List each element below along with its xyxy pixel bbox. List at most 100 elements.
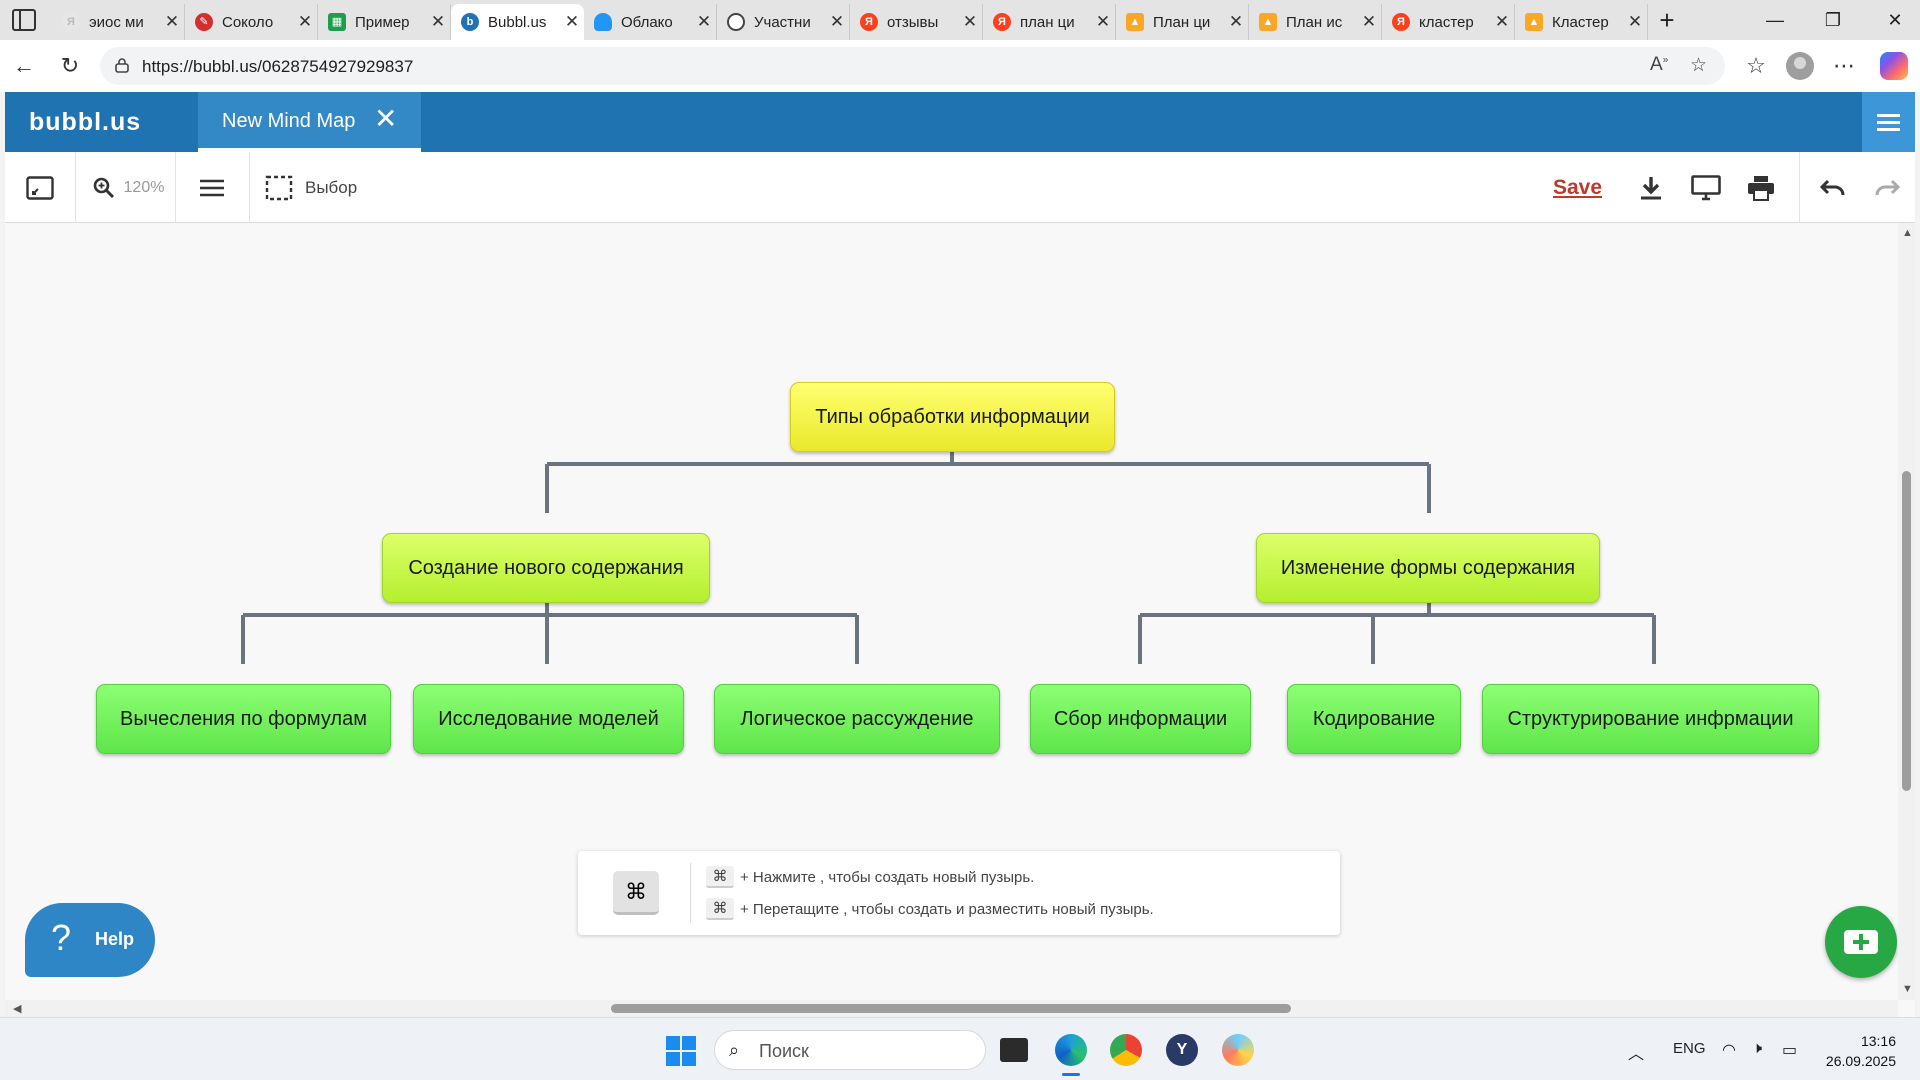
scroll-up-icon[interactable]: ▲ xyxy=(1902,227,1913,239)
url-text[interactable]: https://bubbl.us/0628754927929837 xyxy=(142,57,414,76)
undo-button[interactable] xyxy=(1811,152,1855,223)
browser-tab[interactable]: ▲ План ис ✕ xyxy=(1249,4,1382,40)
outline-menu-button[interactable] xyxy=(176,152,248,223)
mindmap-node-level2[interactable]: Исследование моделей xyxy=(413,684,684,754)
site-info-icon[interactable] xyxy=(114,57,130,73)
browser-tab[interactable]: ▲ Кластер ✕ xyxy=(1515,4,1648,40)
command-key-icon: ⌘ xyxy=(706,866,734,888)
browser-tab[interactable]: ✎ Соколо ✕ xyxy=(185,4,318,40)
menu-line xyxy=(1877,121,1900,124)
save-button[interactable]: Save xyxy=(1553,176,1603,199)
print-button[interactable] xyxy=(1739,152,1783,223)
image-icon: ▲ xyxy=(1525,13,1543,31)
presentation-button[interactable] xyxy=(1683,152,1729,223)
language-indicator[interactable]: ENG xyxy=(1673,1040,1706,1057)
favorite-star-icon[interactable]: ☆ xyxy=(1690,55,1708,76)
close-icon[interactable]: ✕ xyxy=(1361,12,1377,31)
mindmap-node-level2[interactable]: Структурирование инфрмации xyxy=(1482,684,1819,754)
close-icon[interactable]: ✕ xyxy=(430,12,446,31)
chrome-icon[interactable] xyxy=(1110,1034,1142,1066)
browser-tab[interactable]: ▦ Пример ✕ xyxy=(318,4,451,40)
volume-icon[interactable]: 🕨 xyxy=(1752,1040,1763,1057)
browser-navbar: ← ↻ https://bubbl.us/0628754927929837 A»… xyxy=(0,40,1920,92)
horizontal-scrollbar[interactable]: ◀ xyxy=(5,1000,1898,1017)
browser-tab[interactable]: Облако ✕ xyxy=(584,4,717,40)
document-tab[interactable]: New Mind Map ✕ xyxy=(198,92,421,152)
new-tab-button[interactable]: + xyxy=(1659,5,1675,35)
bubbl-logo[interactable]: bubbl.us xyxy=(29,108,142,136)
browser-tab[interactable]: Я отзывы ✕ xyxy=(850,4,983,40)
mindmap-node-level1[interactable]: Изменение формы содержания xyxy=(1256,533,1600,603)
scroll-left-icon[interactable]: ◀ xyxy=(13,1003,22,1015)
restore-button[interactable]: ❐ xyxy=(1824,10,1842,30)
app-menu-button[interactable] xyxy=(1862,92,1915,152)
close-icon[interactable]: ✕ xyxy=(1627,12,1643,31)
redo-button[interactable] xyxy=(1865,152,1909,223)
mindmap-root-node[interactable]: Типы обработки информации xyxy=(790,382,1115,452)
edge-icon[interactable] xyxy=(1055,1034,1087,1066)
mindmap-node-level2[interactable]: Вычесления по формулам xyxy=(96,684,391,754)
yandex-browser-icon[interactable]: Y xyxy=(1166,1034,1198,1066)
close-icon[interactable]: ✕ xyxy=(164,12,180,31)
tray-chevron-icon[interactable]: ︿ xyxy=(1628,1046,1645,1063)
monitor-icon xyxy=(1691,174,1721,200)
search-placeholder: Поиск xyxy=(759,1041,809,1061)
select-tool-button[interactable]: Выбор xyxy=(265,152,385,223)
mindmap-canvas[interactable]: Типы обработки информации Создание новог… xyxy=(5,223,1898,1000)
mindmap-node-level2[interactable]: Сбор информации xyxy=(1030,684,1251,754)
refresh-icon[interactable]: ↻ xyxy=(60,53,80,78)
tab-label: Соколо xyxy=(222,13,274,31)
close-icon[interactable]: ✕ xyxy=(1228,12,1244,31)
zoom-button[interactable]: 120% xyxy=(83,152,173,223)
close-icon[interactable]: ✕ xyxy=(696,12,712,31)
close-icon[interactable]: ✕ xyxy=(1494,12,1510,31)
fit-screen-button[interactable] xyxy=(5,152,75,223)
pen-icon: ✎ xyxy=(195,13,213,31)
browser-tab[interactable]: Я кластер ✕ xyxy=(1382,4,1515,40)
windows-start-icon[interactable] xyxy=(666,1036,696,1066)
vertical-scroll-thumb[interactable] xyxy=(1902,471,1911,791)
scroll-down-icon[interactable]: ▼ xyxy=(1902,983,1913,995)
tab-label: план ци xyxy=(1020,13,1075,31)
close-icon[interactable]: ✕ xyxy=(297,12,313,31)
hint-row: ⌘ + Перетащите , чтобы создать и размест… xyxy=(706,898,1154,920)
vertical-scrollbar[interactable]: ▲ ▼ xyxy=(1898,223,1915,1000)
taskbar-search[interactable]: ⌕ Поиск xyxy=(714,1030,986,1070)
close-window-button[interactable]: ✕ xyxy=(1887,10,1903,30)
close-icon[interactable]: ✕ xyxy=(1095,12,1111,31)
back-icon[interactable]: ← xyxy=(13,53,35,78)
browser-tab-active[interactable]: b Bubbl.us ✕ xyxy=(451,4,584,40)
browser-tab[interactable]: Я план ци ✕ xyxy=(983,4,1116,40)
yandex-icon: Я xyxy=(993,13,1011,31)
mindmap-node-level2[interactable]: Логическое рассуждение xyxy=(714,684,1000,754)
more-menu-icon[interactable]: ⋯ xyxy=(1833,53,1855,78)
browser-tab[interactable]: Я эиос ми ✕ xyxy=(52,4,185,40)
close-document-icon[interactable]: ✕ xyxy=(374,103,398,134)
tab-label: Кластер xyxy=(1552,13,1609,31)
read-aloud-icon[interactable]: A» xyxy=(1650,54,1669,75)
system-clock[interactable]: 13:16 26.09.2025 xyxy=(1810,1031,1896,1071)
battery-icon[interactable]: ▭ xyxy=(1782,1042,1798,1059)
close-icon[interactable]: ✕ xyxy=(564,12,580,31)
favorites-icon[interactable]: ☆ xyxy=(1746,53,1766,78)
browser-tab[interactable]: Участни ✕ xyxy=(717,4,850,40)
horizontal-scroll-thumb[interactable] xyxy=(611,1004,1291,1013)
minimize-button[interactable]: — xyxy=(1766,10,1784,30)
file-explorer-icon[interactable] xyxy=(1000,1038,1028,1062)
mindmap-node-level1[interactable]: Создание нового содержания xyxy=(382,533,710,603)
close-icon[interactable]: ✕ xyxy=(962,12,978,31)
tab-label: Пример xyxy=(355,13,410,31)
address-bar[interactable]: https://bubbl.us/0628754927929837 A» ☆ xyxy=(100,47,1725,85)
help-button[interactable]: ? Help xyxy=(25,903,155,977)
tab-actions-icon[interactable] xyxy=(12,9,36,31)
browser-tab[interactable]: ▲ План ци ✕ xyxy=(1116,4,1249,40)
clock-date: 26.09.2025 xyxy=(1825,1053,1896,1069)
paint-icon[interactable] xyxy=(1222,1034,1254,1066)
wifi-icon[interactable]: ◠ xyxy=(1722,1042,1736,1059)
copilot-icon[interactable] xyxy=(1880,52,1908,80)
add-bubble-button[interactable] xyxy=(1825,906,1897,978)
mindmap-node-level2[interactable]: Кодирование xyxy=(1287,684,1461,754)
download-button[interactable] xyxy=(1629,152,1673,223)
close-icon[interactable]: ✕ xyxy=(829,12,845,31)
profile-avatar[interactable] xyxy=(1786,52,1814,80)
